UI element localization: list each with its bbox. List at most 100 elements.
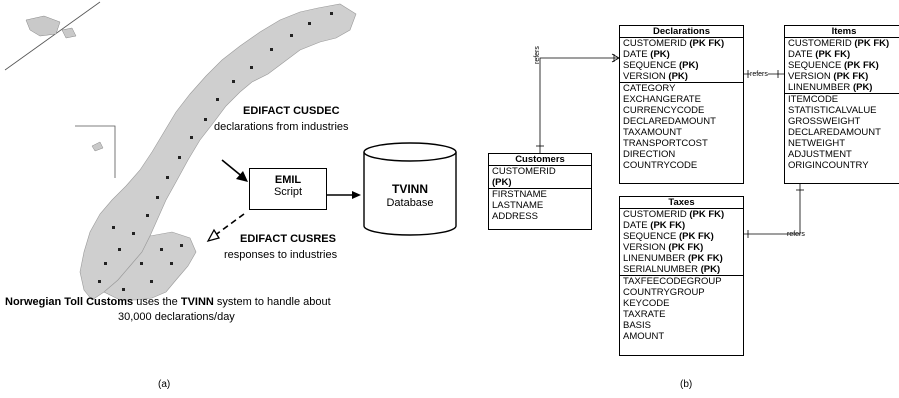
taxes-key-flags: (PK FK) [668, 242, 704, 253]
taxes-attr-row: BASIS [623, 320, 651, 331]
taxes-key-row: SEQUENCE (PK FK) [620, 231, 743, 242]
caption-text-end: system to handle about [213, 296, 331, 308]
cusdec-arrow [221, 159, 248, 182]
refers-label-customers: refers [534, 46, 541, 64]
map-inset-jan-mayen [75, 125, 116, 178]
taxes-key-name: SERIALNUMBER [623, 264, 701, 275]
items-key-flags: (PK FK) [833, 71, 869, 82]
taxes-key-flags: (PK FK) [687, 253, 723, 264]
declarations-attr-row: COUNTRYCODE [623, 160, 698, 171]
entity-items-title: Items [785, 26, 899, 38]
entity-customers: Customers CUSTOMERID (PK) FIRSTNAME LAST… [488, 153, 592, 230]
cusdec-title: EDIFACT CUSDEC [243, 105, 340, 117]
connector-items-taxes [742, 184, 801, 235]
items-key-flags: (PK) [852, 82, 873, 93]
norway-map [79, 3, 357, 301]
declarations-attr-row: EXCHANGERATE [623, 94, 701, 105]
declarations-key-row: CUSTOMERID (PK FK) [620, 38, 743, 49]
taxes-key-section: CUSTOMERID (PK FK)DATE (PK FK)SEQUENCE (… [620, 209, 743, 275]
items-attr-row: STATISTICALVALUE [788, 105, 877, 116]
declarations-key-row: VERSION (PK) [620, 71, 743, 82]
declarations-attr-row: DECLAREDAMOUNT [623, 116, 716, 127]
declarations-attr-row: CATEGORY [623, 83, 676, 94]
customers-attr-row: FIRSTNAME [489, 188, 591, 200]
cusres-subtitle: responses to industries [224, 249, 338, 261]
items-key-name: LINENUMBER [788, 82, 853, 93]
taxes-key-flags: (PK FK) [678, 231, 714, 242]
customers-key-row: CUSTOMERID [492, 166, 556, 177]
emil-to-db-arrow [327, 191, 361, 199]
items-key-row: VERSION (PK FK) [785, 71, 899, 82]
taxes-key-row: LINENUMBER (PK FK) [620, 253, 743, 264]
taxes-key-name: LINENUMBER [623, 253, 688, 264]
items-key-name: VERSION [788, 71, 834, 82]
items-attr-row: ITEMCODE [788, 94, 839, 105]
items-attr-row: ORIGINCOUNTRY [788, 160, 869, 171]
cusres-title: EDIFACT CUSRES [240, 233, 336, 245]
panel-a-label: (a) [158, 379, 171, 390]
taxes-attr-row: TAXFEECODEGROUP [623, 276, 722, 287]
emil-subtitle: Script [273, 186, 303, 198]
declarations-attr-row: TAXAMOUNT [623, 127, 682, 138]
items-key-row: DATE (PK FK) [785, 49, 899, 60]
declarations-attr-row: CURRENCYCODE [623, 105, 705, 116]
taxes-key-flags: (PK FK) [650, 220, 686, 231]
declarations-key-row: SEQUENCE (PK) [620, 60, 743, 71]
caption-org: Norwegian Toll Customs [5, 296, 134, 308]
declarations-key-flags: (PK) [668, 71, 688, 82]
taxes-key-row: VERSION (PK FK) [620, 242, 743, 253]
declarations-key-flags: (PK) [650, 49, 670, 60]
taxes-key-flags: (PK FK) [689, 209, 725, 220]
items-attr-row: NETWEIGHT [788, 138, 845, 149]
declarations-key-name: DATE [623, 49, 651, 60]
emil-script-box: EMIL Script [249, 168, 327, 210]
items-key-row: LINENUMBER (PK) [785, 82, 899, 93]
taxes-key-row: SERIALNUMBER (PK) [620, 264, 743, 275]
declarations-attr-row: DIRECTION [623, 149, 676, 160]
map-inset-svalbard [4, 1, 101, 71]
entity-declarations-title: Declarations [620, 26, 743, 38]
caption-text-mid: uses the [133, 296, 181, 308]
taxes-key-name: VERSION [623, 242, 669, 253]
declarations-key-name: CUSTOMERID [623, 38, 690, 49]
emil-title: EMIL [274, 174, 302, 186]
declarations-attr-row: TRANSPORTCOST [623, 138, 708, 149]
items-key-row: SEQUENCE (PK FK) [785, 60, 899, 71]
declarations-key-flags: (PK FK) [689, 38, 725, 49]
items-key-section: CUSTOMERID (PK FK)DATE (PK FK)SEQUENCE (… [785, 38, 899, 93]
caption-line-1: Norwegian Toll Customs uses the TVINN sy… [5, 296, 331, 308]
entity-items: Items CUSTOMERID (PK FK)DATE (PK FK)SEQU… [784, 25, 899, 184]
entity-customers-title: Customers [489, 154, 591, 166]
customers-attr-row: LASTNAME [492, 200, 544, 211]
taxes-key-name: SEQUENCE [623, 231, 679, 242]
items-key-flags: (PK FK) [854, 38, 890, 49]
items-key-name: DATE [788, 49, 816, 60]
items-key-name: CUSTOMERID [788, 38, 855, 49]
items-attr-row: GROSSWEIGHT [788, 116, 861, 127]
declarations-key-row: DATE (PK) [620, 49, 743, 60]
declarations-key-flags: (PK) [678, 60, 699, 71]
connector-customers-declarations [539, 57, 619, 154]
customers-attr-row: ADDRESS [492, 211, 538, 222]
items-key-row: CUSTOMERID (PK FK) [785, 38, 899, 49]
declarations-key-name: SEQUENCE [623, 60, 679, 71]
cusdec-subtitle: declarations from industries [214, 121, 349, 133]
taxes-attr-row: AMOUNT [623, 331, 665, 342]
db-subtitle: Database [386, 197, 434, 209]
db-title: TVINN [392, 182, 428, 196]
taxes-key-flags: (PK) [700, 264, 721, 275]
entity-taxes: Taxes CUSTOMERID (PK FK)DATE (PK FK)SEQU… [619, 196, 744, 356]
customers-key-row: (PK) [492, 177, 512, 188]
items-key-name: SEQUENCE [788, 60, 844, 71]
items-key-flags: (PK FK) [815, 49, 851, 60]
taxes-attr-row: KEYCODE [623, 298, 670, 309]
items-key-flags: (PK FK) [843, 60, 879, 71]
taxes-key-name: DATE [623, 220, 651, 231]
caption-system: TVINN [180, 296, 214, 308]
cusres-arrow [206, 213, 245, 243]
